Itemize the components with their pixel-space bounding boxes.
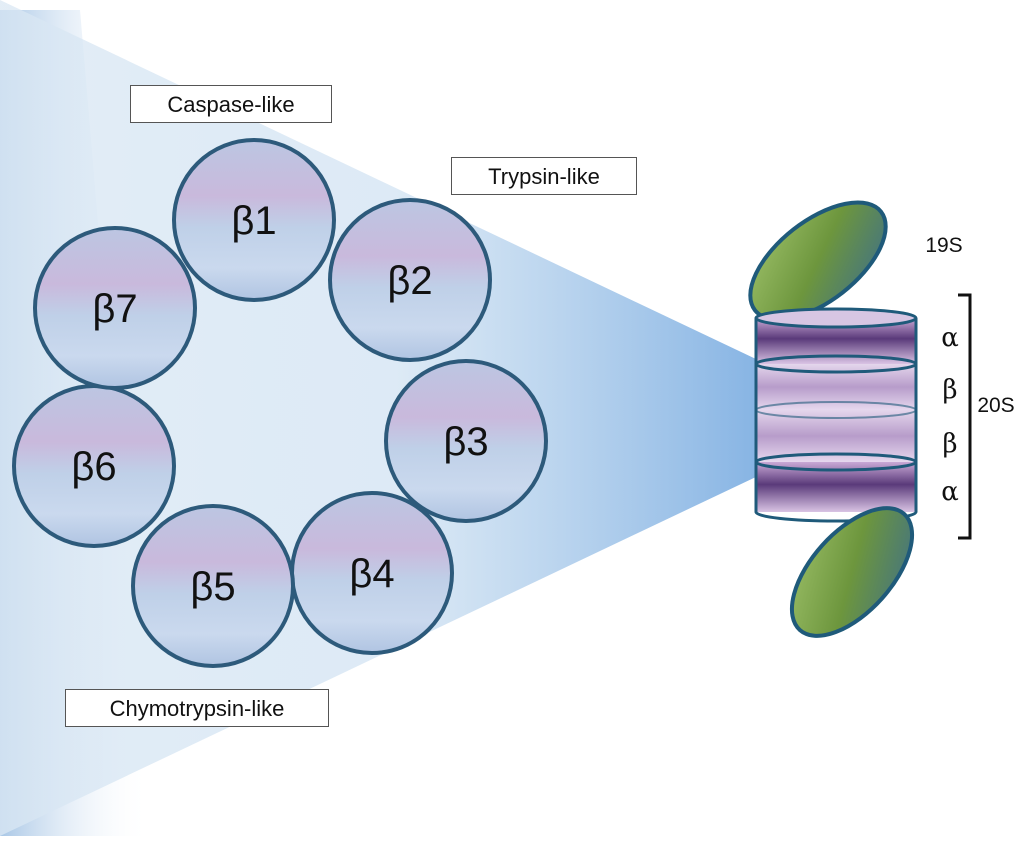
core-cylinder [754, 307, 918, 523]
beta-subunit-circle [33, 226, 197, 390]
beta-subunit-label: β2 [387, 259, 432, 303]
beta-subunit-3: β3 [384, 359, 548, 523]
beta-subunit-label: β3 [443, 420, 488, 464]
beta-subunit-7: β7 [33, 226, 197, 390]
cap-label: 19S [925, 234, 962, 257]
beta-subunit-4: β4 [290, 491, 454, 655]
beta-subunit-circle [131, 504, 295, 668]
beta-ring: β1 β2 β3 β4 β5 β6 β7 [12, 138, 548, 668]
core-bracket [958, 293, 972, 540]
beta-subunit-5: β5 [131, 504, 295, 668]
caspase-like-label: Caspase-like [130, 85, 332, 123]
ring-label-beta-bottom: β [942, 429, 957, 459]
ring-label-beta-top: β [942, 375, 957, 405]
beta-subunit-1: β1 [172, 138, 336, 302]
beta-subunit-label: β4 [349, 552, 394, 596]
cap-top [748, 200, 888, 322]
beta-subunit-2: β2 [328, 198, 492, 362]
beta-subunit-circle [384, 359, 548, 523]
core-label: 20S [977, 394, 1014, 417]
trypsin-like-label: Trypsin-like [451, 157, 637, 195]
beta-subunit-circle [172, 138, 336, 302]
beta-subunit-6: β6 [12, 384, 176, 548]
beta-subunit-label: β5 [190, 565, 235, 609]
ring-label-alpha-bottom: α [941, 477, 959, 507]
beta-subunit-label: β1 [231, 199, 276, 243]
chymotrypsin-like-label: Chymotrypsin-like [65, 689, 329, 727]
beta-subunit-label: β6 [71, 445, 116, 489]
beta-subunit-label: β7 [92, 287, 137, 331]
ring-label-alpha-top: α [941, 323, 959, 353]
beta-subunit-circle [328, 198, 492, 362]
proteasome-side-view: 19S 20S α β β α [748, 200, 1015, 638]
cap-bottom [789, 506, 915, 638]
